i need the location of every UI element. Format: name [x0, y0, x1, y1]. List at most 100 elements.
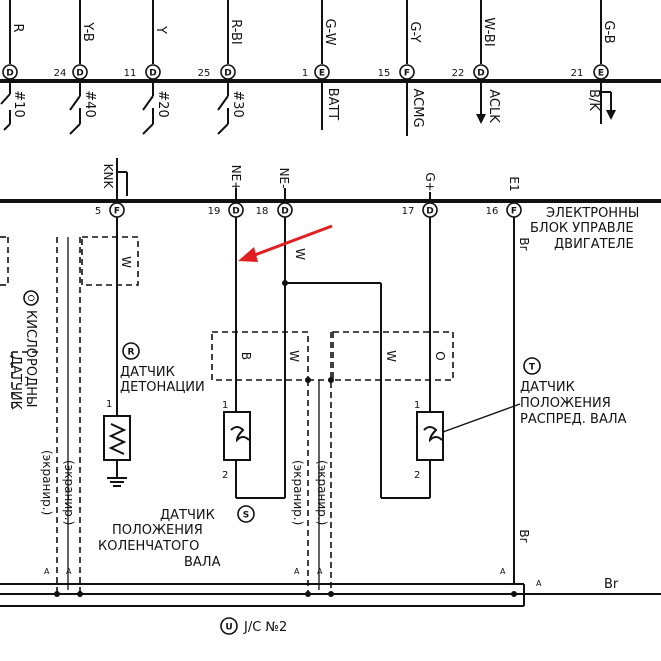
- pin-letter: F: [404, 69, 410, 79]
- wire-color-label: Y-B: [80, 21, 95, 42]
- top-wire-y-b: Y-B 24 D #40: [54, 0, 97, 135]
- ecu-title-line-2: БЛОК УПРАВЛЕ: [530, 221, 634, 236]
- pin-letter: F: [114, 207, 120, 217]
- junction-label: A: [500, 567, 506, 576]
- top-wire-w-bi: W-BI 22 D ACLK: [452, 0, 501, 124]
- marker-letter: O: [25, 294, 35, 301]
- pin-letter: E: [598, 69, 604, 79]
- pin-letter: D: [477, 69, 484, 79]
- red-annotation-arrow: [238, 224, 333, 262]
- pin-letter: D: [232, 207, 239, 217]
- pin-number: 11: [124, 68, 137, 79]
- pin-letter: D: [76, 69, 83, 79]
- pin-letter: D: [224, 69, 231, 79]
- pin-number: 5: [95, 206, 101, 217]
- pin-letter: D: [149, 69, 156, 79]
- terminal-label: E1: [507, 176, 521, 191]
- ecu-title-line-1: ЭЛЕКТРОННЫ: [546, 206, 639, 221]
- ecu-pin-e1: E1 16 F: [486, 176, 522, 218]
- wire-color-label: G-W: [322, 18, 337, 45]
- pin-number: 1: [106, 399, 112, 410]
- cam-sensor-label-2: ПОЛОЖЕНИЯ: [520, 396, 611, 411]
- marker-letter: T: [529, 363, 536, 373]
- marker-letter: R: [128, 348, 135, 358]
- pin-number: 16: [486, 206, 499, 217]
- cam-sensor-marker: [523, 357, 541, 375]
- oxygen-sensor: O КИСЛОРОДНЫ ДАТЧИК: [0, 236, 40, 410]
- terminal-label: #20: [155, 90, 170, 117]
- terminal-label: BATT: [325, 88, 340, 121]
- wire-color-label: R: [10, 23, 25, 32]
- terminal-label: ACLK: [486, 89, 501, 123]
- top-wire-r: R D #10: [0, 0, 26, 131]
- junction-connector: A A A A A A Br U J/C №2: [0, 567, 661, 635]
- pin-number: 18: [256, 206, 269, 217]
- jc-marker: [220, 617, 238, 635]
- pin-letter: E: [319, 69, 325, 79]
- terminal-label: #40: [82, 90, 97, 117]
- wire-color-label: R-BI: [228, 19, 243, 45]
- pin-number: 15: [378, 68, 391, 79]
- junction-label: A: [44, 567, 50, 576]
- wire-color-label: Y: [153, 25, 168, 34]
- pin-number: 19: [208, 206, 221, 217]
- top-wire-y: Y 11 D #20: [124, 0, 170, 135]
- junction-label: A: [317, 567, 323, 576]
- ecu-pin-ne-minus: NE- 18 D: [256, 168, 293, 218]
- wire-color-label: W-BI: [481, 17, 496, 46]
- shield-label: (экранир.): [62, 460, 76, 525]
- wire-color-label: W: [119, 256, 133, 268]
- shield-label: (экранир.): [291, 460, 305, 525]
- arrow-head-icon: [238, 247, 258, 262]
- wire-color-label: B: [239, 352, 253, 360]
- crank-sensor-label-3: КОЛЕНЧАТОГО: [98, 539, 199, 554]
- knock-sensor-label-2: ДЕТОНАЦИИ: [120, 380, 205, 395]
- oxygen-sensor-label-1: КИСЛОРОДНЫ: [23, 310, 38, 408]
- pin-number: 2: [414, 470, 420, 481]
- terminal-label: ACMG: [410, 88, 425, 127]
- terminal-label: NE+: [229, 165, 243, 192]
- pin-number: 25: [198, 68, 211, 79]
- wire-color-label: W: [293, 248, 307, 260]
- top-wire-g-y: G-Y 15 F ACMG: [378, 0, 425, 136]
- cam-sensor-label-3: РАСПРЕД. ВАЛА: [520, 412, 627, 427]
- wire-color-label: W: [287, 350, 301, 362]
- shield-cables-left: (экранир.) (экранир.): [40, 237, 81, 594]
- terminal-label: #30: [230, 90, 245, 117]
- terminal-label: KNK: [101, 164, 115, 190]
- oxygen-sensor-label-2: ДАТЧИК: [8, 355, 23, 410]
- junction-label: A: [294, 567, 300, 576]
- knock-sensor-label-1: ДАТЧИК: [120, 365, 175, 380]
- ecu-pin-knk: KNK 5 F: [95, 158, 128, 218]
- top-wire-r-bi: R-BI 25 D #30: [198, 0, 245, 135]
- ecu-title-line-3: ДВИГАТЕЛЕ: [554, 237, 634, 252]
- pin-number: 1: [302, 68, 308, 79]
- ecu-pin-g-plus: G+ 17 D: [402, 172, 438, 218]
- cam-sensor-label-1: ДАТЧИК: [520, 380, 575, 395]
- crank-sensor: W B W 1 2 S ДАТЧИК ПОЛОЖЕНИЯ КОЛЕНЧАТОГО…: [98, 217, 381, 570]
- wire-color-label: W: [384, 350, 398, 362]
- marker-letter: U: [225, 623, 232, 633]
- arrow-down-icon: [476, 114, 486, 124]
- terminal-label: #10: [11, 90, 26, 117]
- top-wire-g-w: G-W 1 E BATT: [302, 0, 340, 130]
- wire-color-label: G-B: [601, 20, 616, 43]
- pin-letter: D: [6, 69, 13, 79]
- e1-wire: Br Br: [513, 217, 531, 584]
- shield-label: (экранир.): [40, 450, 54, 515]
- pin-number: 24: [54, 68, 67, 79]
- crank-sensor-label-4: ВАЛА: [184, 555, 221, 570]
- knock-sensor: W R ДАТЧИК ДЕТОНАЦИИ 1: [81, 217, 205, 487]
- wire-color-label: Br: [517, 237, 531, 250]
- wire-color-label: O: [433, 351, 447, 360]
- ecu-pin-ne-plus: NE+ 19 D: [208, 165, 244, 218]
- junction-label: A: [66, 567, 72, 576]
- pin-letter: D: [281, 207, 288, 217]
- terminal-label: G+: [423, 172, 437, 191]
- crank-sensor-marker: [237, 505, 255, 523]
- wire-color-label: G-Y: [407, 21, 422, 42]
- pin-letter: D: [426, 207, 433, 217]
- knock-element-icon: [108, 423, 127, 455]
- top-connector: R D #10 Y-B 24 D #40 Y 11: [0, 0, 661, 136]
